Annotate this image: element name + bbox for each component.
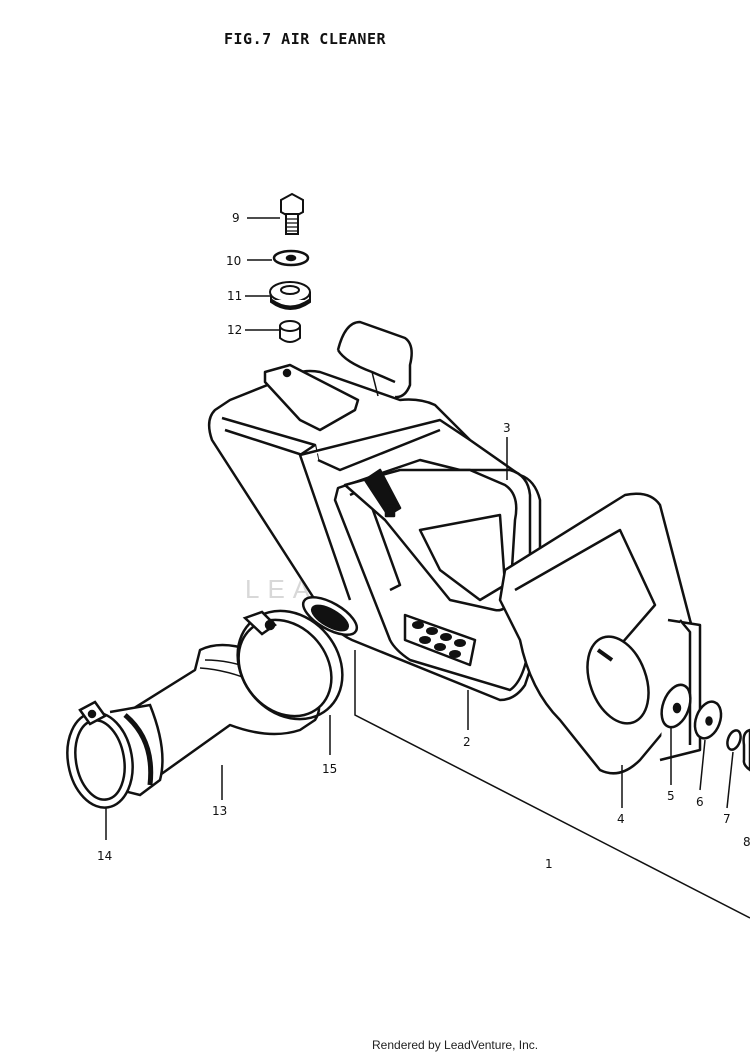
washer-part-6 bbox=[693, 700, 723, 740]
callout-1: 1 bbox=[545, 857, 553, 871]
callout-13: 13 bbox=[212, 804, 227, 818]
callout-7: 7 bbox=[723, 812, 731, 826]
callout-6: 6 bbox=[696, 795, 704, 809]
clamp-part-14 bbox=[66, 700, 164, 809]
callout-11: 11 bbox=[227, 289, 242, 303]
callout-8: 8 bbox=[743, 835, 750, 849]
washer-part-7 bbox=[726, 729, 742, 751]
callout-3: 3 bbox=[503, 421, 511, 435]
nut-part-8 bbox=[742, 728, 750, 772]
callout-labels: 9 10 11 12 3 2 4 5 6 7 8 1 13 14 15 bbox=[97, 211, 750, 871]
seal-part-5 bbox=[660, 683, 692, 729]
leader-lines bbox=[105, 217, 750, 919]
callout-5: 5 bbox=[667, 789, 675, 803]
callout-9: 9 bbox=[232, 211, 240, 225]
spacer-part-12 bbox=[279, 320, 301, 343]
washer-part-10 bbox=[272, 249, 310, 267]
callout-2: 2 bbox=[463, 735, 471, 749]
callout-10: 10 bbox=[226, 254, 241, 268]
clamp-part-15 bbox=[236, 609, 344, 721]
bolt-part-9 bbox=[280, 192, 304, 235]
callout-4: 4 bbox=[617, 812, 625, 826]
figure-title: FIG.7 AIR CLEANER bbox=[224, 30, 387, 48]
callout-12: 12 bbox=[227, 323, 242, 337]
cushion-part-11 bbox=[269, 281, 311, 310]
callout-15: 15 bbox=[322, 762, 337, 776]
cap-part-4 bbox=[498, 492, 702, 775]
element-part-3 bbox=[343, 468, 518, 612]
footer-credit: Rendered by LeadVenture, Inc. bbox=[372, 1038, 539, 1052]
callout-14: 14 bbox=[97, 849, 112, 863]
